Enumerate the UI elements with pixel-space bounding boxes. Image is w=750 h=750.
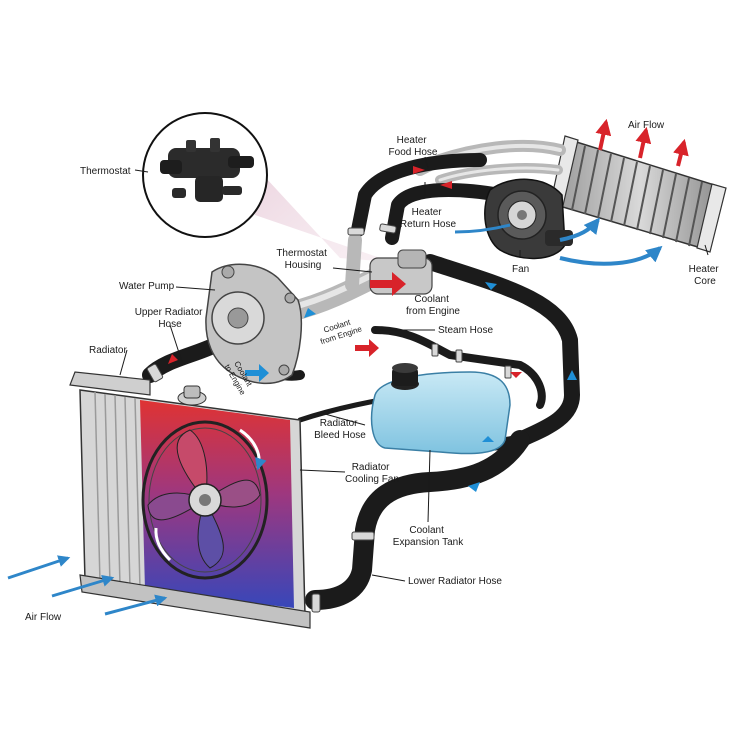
heater-core-icon — [549, 135, 727, 253]
label-lower-radiator-hose: Lower Radiator Hose — [408, 576, 502, 587]
heater-food-hose — [351, 153, 487, 237]
outlet-hose — [422, 254, 580, 448]
label-coolant-from-engine-line1: Coolant — [414, 294, 449, 305]
label-radiator-bleed-hose: Radiator Bleed Hose — [314, 418, 366, 441]
flow-arrows — [168, 166, 577, 492]
blower-fan-icon — [484, 178, 573, 260]
label-heater-core: Heater Core — [689, 264, 722, 287]
label-heater-return-hose: Heater Return Hose — [400, 207, 457, 230]
label-heater-core-line1: Heater — [689, 264, 720, 275]
label-thermostat-housing-line2: Housing — [285, 260, 322, 271]
label-heater-return-hose-line1: Heater — [412, 207, 443, 218]
air-flow-arrows-bottom — [7, 555, 168, 616]
label-thermostat: Thermostat — [80, 166, 131, 177]
water-pump-icon — [205, 263, 303, 385]
label-steam-hose: Steam Hose — [438, 325, 493, 336]
label-coolant-expansion-tank-line2: Expansion Tank — [393, 537, 464, 548]
label-coolant-expansion-tank: Coolant Expansion Tank — [393, 525, 464, 548]
lower-radiator-hose — [305, 430, 530, 610]
heater-return-hose — [385, 183, 507, 245]
label-thermostat-housing-line1: Thermostat — [276, 248, 327, 259]
label-radiator-cooling-fan-line2: Cooling Fan — [345, 474, 399, 485]
label-heater-food-hose: Heater Food Hose — [389, 135, 438, 158]
air-flow-arrows-top — [454, 118, 689, 266]
label-upper-radiator-hose-line2: Hose — [158, 319, 182, 330]
cooling-fan-icon — [141, 420, 269, 580]
label-coolant-from-engine: Coolant from Engine — [406, 294, 460, 317]
label-coolant-from-engine-small: Coolant from Engine — [316, 315, 363, 347]
label-radiator-cooling-fan: Radiator Cooling Fan — [345, 462, 399, 485]
label-air-flow-bottom: Air Flow — [25, 612, 62, 623]
label-coolant-from-engine-line2: from Engine — [406, 306, 460, 317]
label-air-flow-top: Air Flow — [628, 120, 665, 131]
label-heater-return-hose-line2: Return Hose — [400, 219, 457, 230]
leader-lines — [119, 156, 709, 582]
zoom-cone — [240, 150, 392, 262]
expansion-tank-icon — [370, 363, 511, 455]
label-radiator: Radiator — [89, 345, 127, 356]
label-fan: Fan — [512, 264, 529, 275]
label-water-pump: Water Pump — [119, 281, 175, 292]
label-heater-food-hose-line1: Heater — [397, 135, 428, 146]
label-upper-radiator-hose-line1: Upper Radiator — [135, 307, 203, 318]
label-radiator-bleed-hose-line2: Bleed Hose — [314, 430, 366, 441]
label-radiator-bleed-hose-line1: Radiator — [320, 418, 358, 429]
label-radiator-cooling-fan-line1: Radiator — [352, 462, 390, 473]
label-thermostat-housing: Thermostat Housing — [276, 248, 329, 271]
thermostat-icon — [142, 112, 268, 238]
label-upper-radiator-hose: Upper Radiator Hose — [135, 307, 206, 330]
label-coolant-expansion-tank-line1: Coolant — [409, 525, 444, 536]
label-heater-core-line2: Core — [694, 276, 716, 287]
label-heater-food-hose-line2: Food Hose — [389, 147, 438, 158]
steam-hose — [371, 326, 546, 409]
